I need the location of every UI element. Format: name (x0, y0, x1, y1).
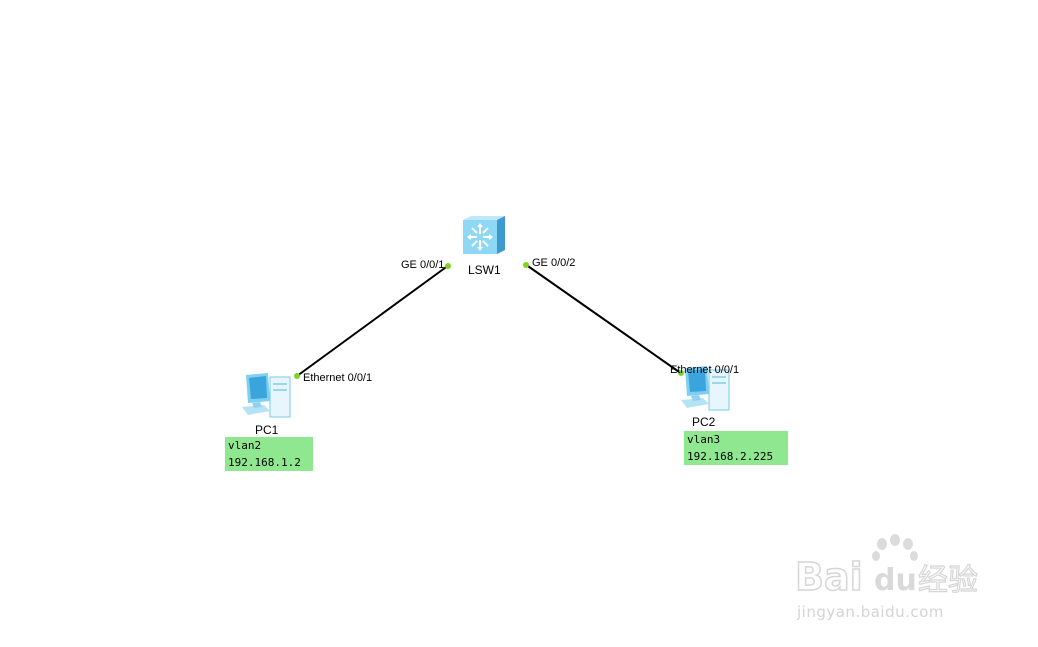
port-label-ge001: GE 0/0/1 (401, 259, 445, 271)
pc1-note[interactable]: vlan2 192.168.1.2 (225, 437, 313, 471)
pc1-note-ip: 192.168.1.2 (228, 456, 301, 469)
pc2-icon[interactable] (677, 364, 733, 412)
link-lsw1-pc1[interactable] (296, 264, 450, 377)
link-lsw1-pc2[interactable] (524, 263, 683, 375)
pc1-note-vlan: vlan2 (228, 439, 262, 452)
port-dot-pc2-eth001 (678, 370, 684, 376)
watermark-du: du (874, 563, 917, 598)
pc2-note-ip: 192.168.2.225 (687, 450, 774, 463)
pc2-name-label: PC2 (692, 415, 716, 429)
port-label-pc2-eth001: Ethernet 0/0/1 (670, 364, 740, 376)
pc1-name-label: PC1 (255, 423, 279, 437)
watermark-brand: Bai (795, 555, 863, 599)
port-dot-lsw1-ge001 (445, 263, 451, 269)
pc2-note[interactable]: vlan3 192.168.2.225 (684, 431, 788, 465)
port-dot-lsw1-ge002 (523, 262, 529, 268)
port-dot-pc1-eth001 (294, 373, 300, 379)
watermark-jingyan: 经验 (918, 563, 978, 598)
baidu-jingyan-watermark: Bai du 经验 (790, 530, 990, 630)
layer3-switch-icon[interactable] (461, 214, 507, 256)
port-label-pc1-eth001: Ethernet 0/0/1 (303, 372, 373, 384)
switch-name-label: LSW1 (468, 263, 501, 277)
pc2-note-vlan: vlan3 (687, 433, 721, 446)
port-label-ge002: GE 0/0/2 (532, 257, 576, 269)
watermark-url: jingyan.baidu.com (797, 603, 944, 621)
pc1-icon[interactable] (238, 371, 294, 419)
